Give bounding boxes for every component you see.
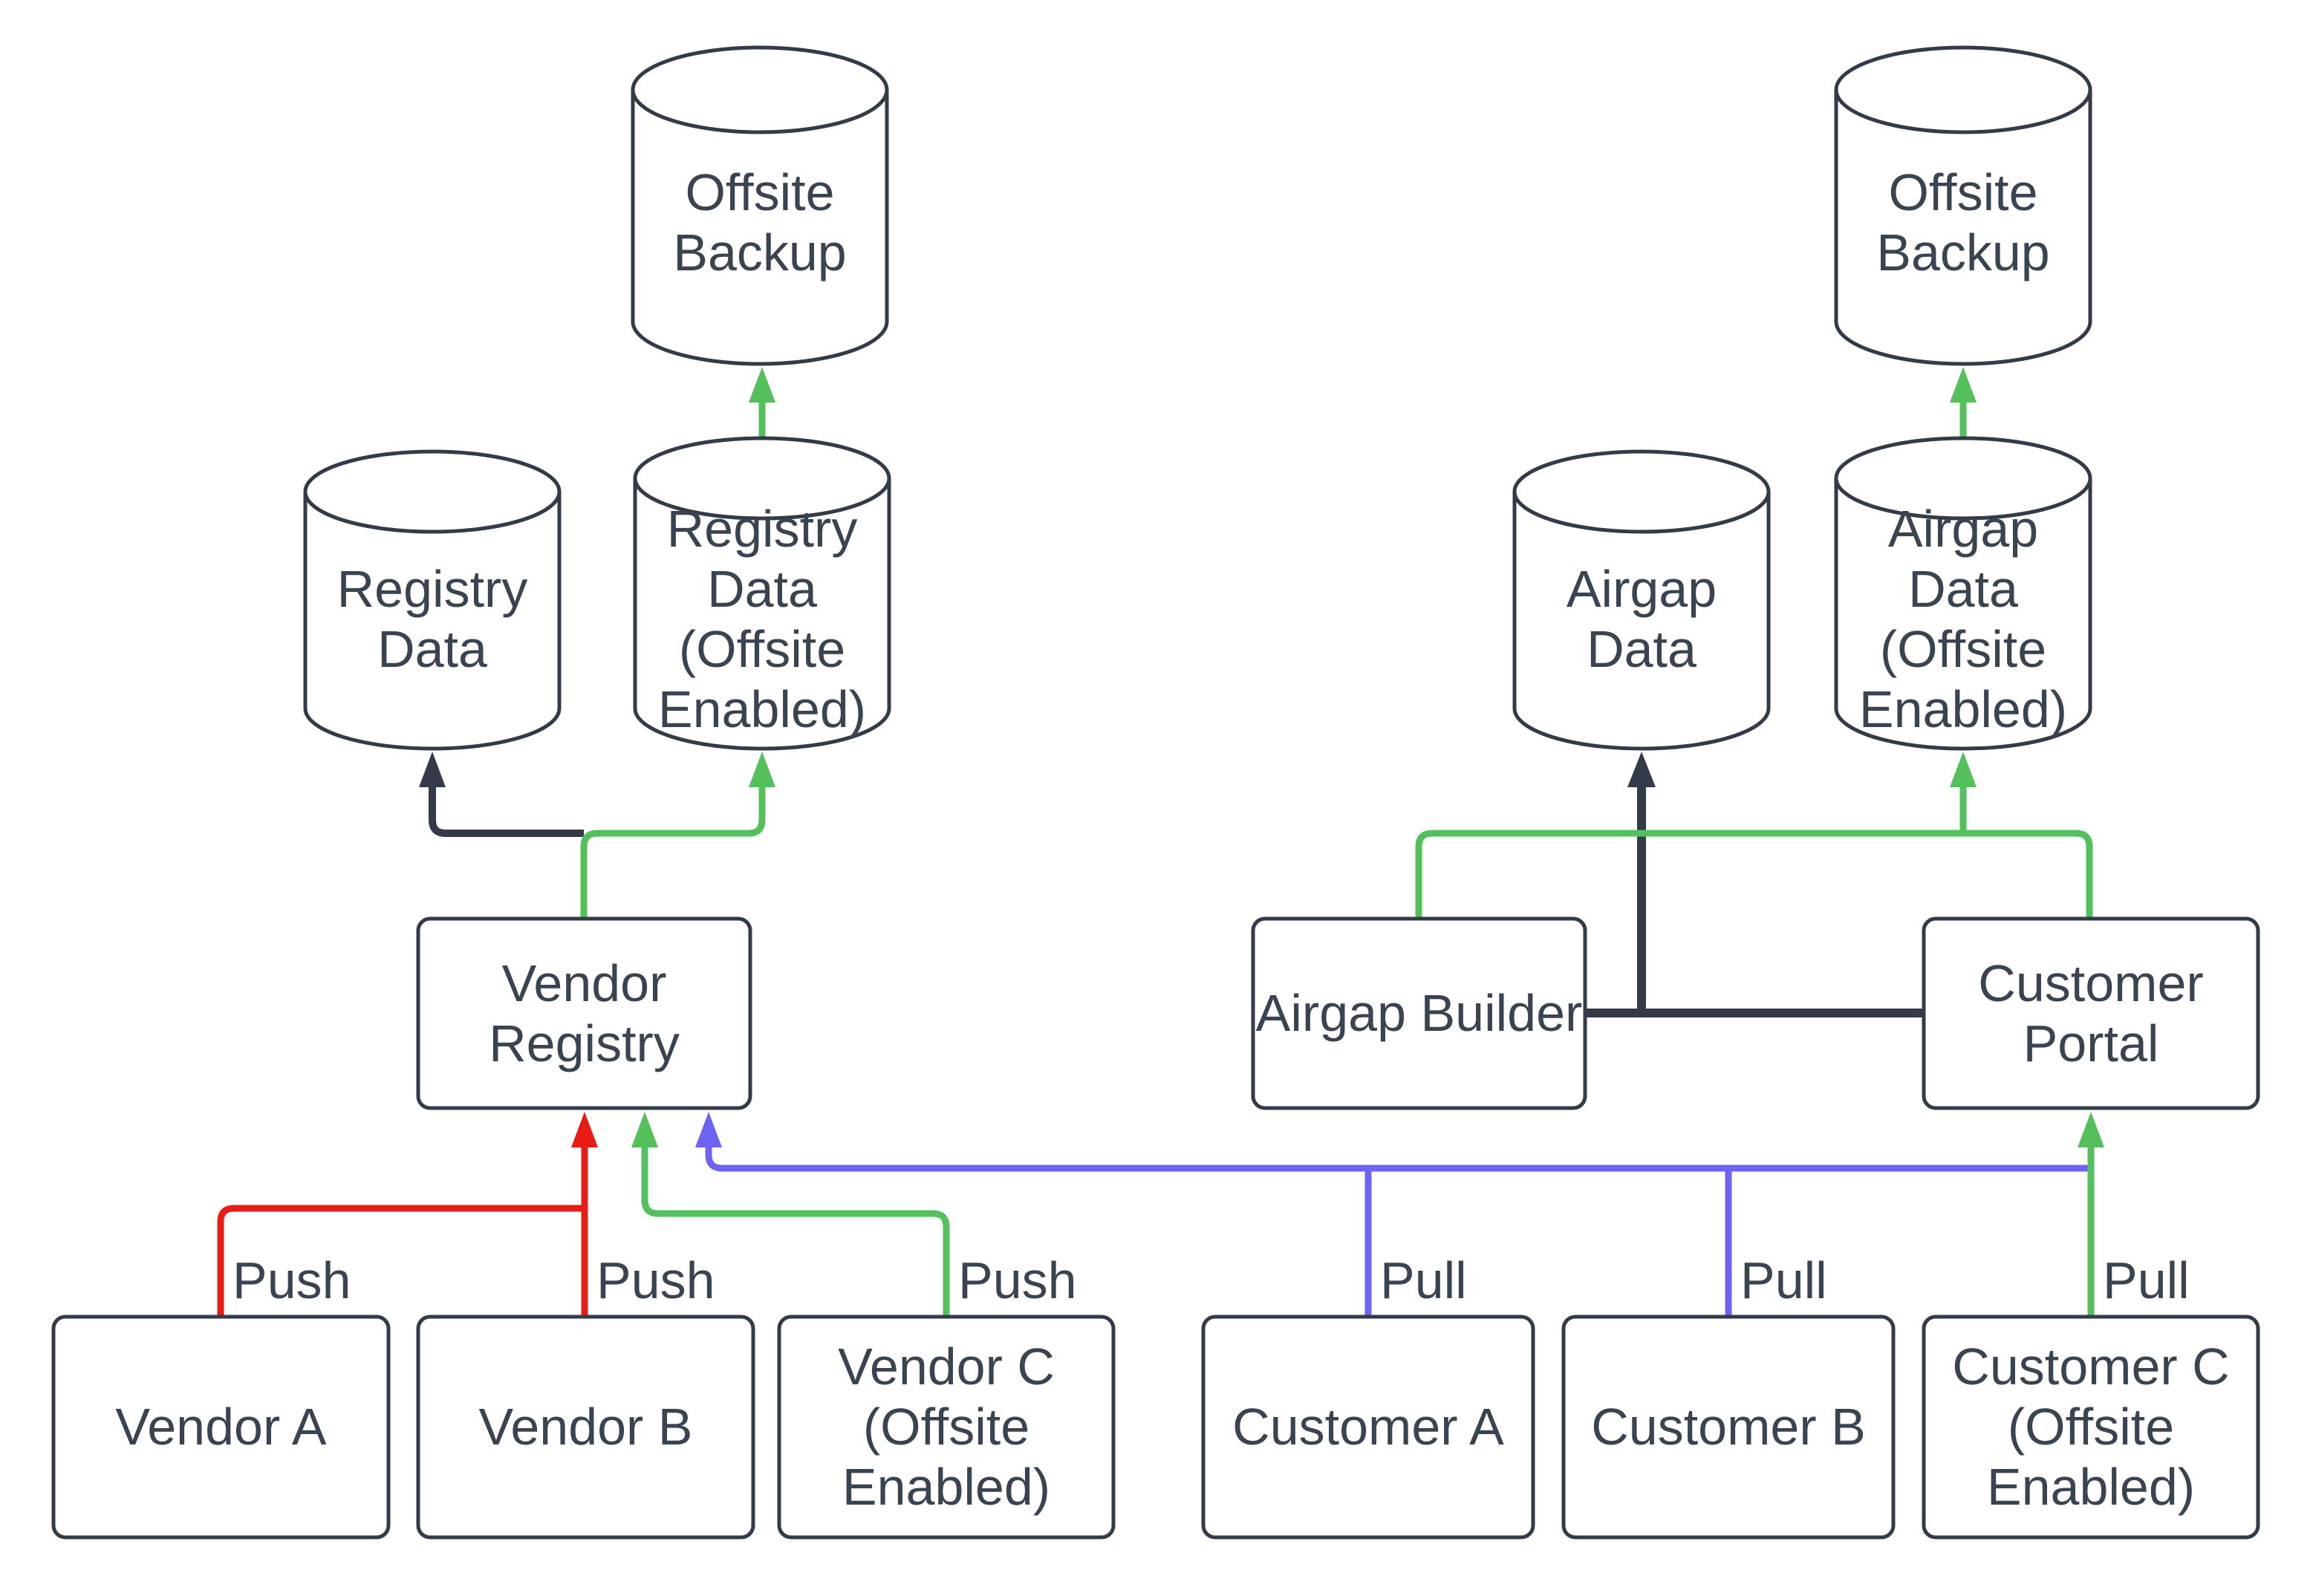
vendor-c-shape (777, 1315, 1116, 1540)
push-label-vendor-a: Push (232, 1251, 351, 1309)
edge-vendor-b-push (571, 1112, 598, 1317)
edge-portal-builder-to-airgap-data (1585, 752, 1924, 1017)
airgap-data-offsite-shape (1834, 436, 2092, 751)
edge-vendor-registry-to-registry-data-offsite (580, 752, 775, 919)
pull-label-customer-b: Pull (1740, 1251, 1827, 1309)
customer-portal-shape (1922, 916, 2260, 1110)
vendor-registry-shape (416, 916, 752, 1110)
customer-c-shape (1922, 1315, 2260, 1540)
registry-data-offsite-shape (633, 436, 891, 751)
pull-label-customer-c: Pull (2103, 1251, 2190, 1309)
vendor-b-shape (416, 1315, 755, 1540)
edge-customers-pull-trunk (695, 1112, 2088, 1172)
airgap-data-shape (1512, 449, 1771, 751)
customer-a-shape (1201, 1315, 1535, 1540)
push-label-vendor-b: Push (596, 1251, 715, 1309)
edge-green-offsite-trunk-right (1415, 752, 2093, 919)
offsite-backup-left-shape (631, 45, 889, 366)
edge-registry-offsite-to-backup (749, 367, 775, 438)
edge-customer-c-pull (2078, 1112, 2104, 1317)
edge-airgap-offsite-to-backup (1950, 367, 1977, 438)
customer-b-shape (1561, 1315, 1896, 1540)
edge-vendor-c-push (631, 1112, 950, 1317)
pull-label-customer-a: Pull (1380, 1251, 1467, 1309)
edge-vendor-a-push (217, 1205, 585, 1317)
edge-vendor-registry-to-registry-data (419, 752, 584, 837)
push-label-vendor-c: Push (958, 1251, 1077, 1309)
airgap-builder-shape (1251, 916, 1587, 1110)
vendor-a-shape (51, 1315, 391, 1540)
offsite-backup-right-shape (1834, 45, 2092, 366)
registry-data-shape (303, 449, 562, 751)
